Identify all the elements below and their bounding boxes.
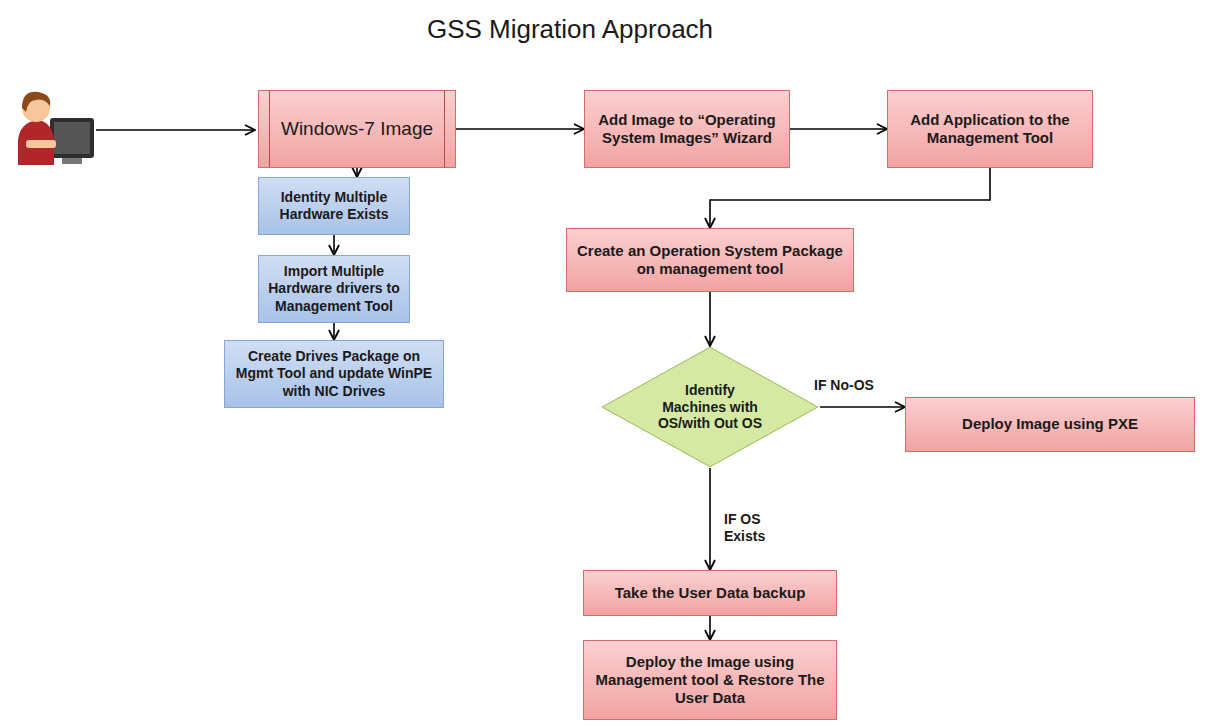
node-text: Create Drives Package on Mgmt Tool and u… xyxy=(225,345,443,402)
decision-diamond: Identify Machines with OS/with Out OS xyxy=(600,346,820,468)
flow-arrow xyxy=(790,128,887,130)
driver-step-box: Import Multiple Hardware drivers to Mana… xyxy=(258,255,410,323)
flow-arrow xyxy=(709,616,711,640)
node-text: Identify Machines with OS/with Out OS xyxy=(654,382,766,432)
user-icon xyxy=(18,92,94,165)
flow-arrow xyxy=(356,168,358,177)
node-text: Deploy the Image using Management tool &… xyxy=(584,650,836,711)
flow-arrow xyxy=(820,406,905,408)
node-text: Add Application to the Management Tool xyxy=(888,108,1092,151)
os-image-box: Windows-7 Image xyxy=(258,90,456,168)
node-text: Windows-7 Image xyxy=(273,114,441,145)
user-arrow xyxy=(96,129,255,131)
flow-arrow xyxy=(333,323,335,340)
flow-arrow xyxy=(710,168,990,228)
flow-arrow xyxy=(456,128,584,130)
flow-arrow xyxy=(709,292,711,346)
node-text: Import Multiple Hardware drivers to Mana… xyxy=(259,260,409,317)
driver-step-box: Create Drives Package on Mgmt Tool and u… xyxy=(224,340,444,408)
flow-arrow xyxy=(333,235,335,255)
process-box: Add Application to the Management Tool xyxy=(887,90,1093,168)
process-box: Deploy the Image using Management tool &… xyxy=(583,640,837,720)
process-box: Take the User Data backup xyxy=(583,570,837,616)
process-box: Deploy Image using PXE xyxy=(905,397,1195,452)
edge-label: IF No-OS xyxy=(812,376,906,395)
node-text: Create an Operation System Package on ma… xyxy=(567,239,853,282)
edge-label: IF OS Exists xyxy=(722,510,786,546)
process-box: Add Image to “Operating System Images” W… xyxy=(584,90,790,168)
node-text: Identity Multiple Hardware Exists xyxy=(259,186,409,226)
node-text: Deploy Image using PXE xyxy=(954,412,1146,436)
driver-step-box: Identity Multiple Hardware Exists xyxy=(258,177,410,235)
node-text: Take the User Data backup xyxy=(607,581,814,605)
flow-arrow xyxy=(709,468,711,570)
node-text: Add Image to “Operating System Images” W… xyxy=(585,108,789,151)
process-box: Create an Operation System Package on ma… xyxy=(566,228,854,292)
diagram-title: GSS Migration Approach xyxy=(300,14,840,45)
